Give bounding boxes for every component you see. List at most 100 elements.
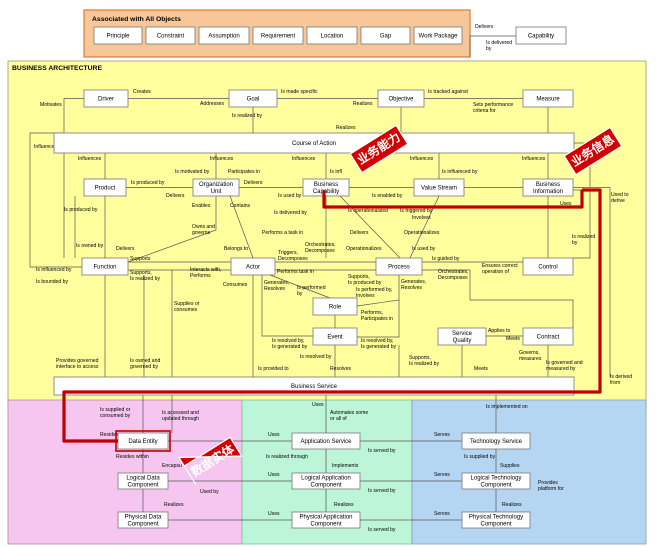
entity-course-of-action[interactable]: Course of Action [53, 132, 575, 154]
associated-item-requirement[interactable]: Requirement [252, 26, 304, 45]
label-influences-left: Influences [34, 144, 58, 150]
entity-label: Role [329, 304, 342, 310]
label-realizes-t: Realizes [502, 502, 522, 508]
entity-label: Control [538, 264, 557, 270]
associated-item-constraint[interactable]: Constraint [145, 26, 196, 45]
entity-measure[interactable]: Measure [522, 89, 574, 108]
label-supports: Supports [130, 256, 151, 262]
label-meets: Meets [506, 336, 520, 342]
entity-data-entity[interactable]: Data Entity [117, 432, 169, 450]
entity-label: Product [95, 185, 116, 191]
associated-item-location[interactable]: Location [306, 26, 358, 45]
entity-product[interactable]: Product [83, 178, 127, 197]
label-consumes: Consumes [223, 282, 248, 288]
label-belongs-to: Belongs to [224, 246, 248, 252]
label-is-made-specific: Is made specific [281, 89, 318, 95]
associated-item-gap[interactable]: Gap [360, 26, 411, 45]
entity-objective[interactable]: Objective [377, 89, 425, 108]
business-architecture-title: BUSINESS ARCHITECTURE [12, 65, 102, 72]
label-is-bounded-by: Is bounded by [36, 279, 68, 285]
label-uses-bs: Uses [312, 402, 324, 408]
label-is-resolved-by: Is resolved by,Is generated by [272, 338, 308, 350]
associated-item-label: Assumption [208, 33, 239, 39]
label-delivers-top: Delivers [475, 24, 494, 30]
label-is-resolved-by-2: Is resolved by,Is generated by [361, 338, 397, 350]
entity-label: Application Service [300, 439, 352, 445]
associated-item-work-package[interactable]: Work Package [413, 26, 463, 45]
label-influences-2: Influences [210, 156, 234, 162]
entity-label: Driver [98, 96, 114, 102]
label-is-owned-by: Is owned by [76, 243, 104, 249]
label-participates-in: Participates in [228, 169, 260, 175]
relationship-line-63 [469, 35, 516, 57]
label-resolves: Resolves [330, 366, 351, 372]
entity-label: Event [327, 334, 343, 340]
label-used-by: Used by [200, 489, 219, 495]
entity-actor[interactable]: Actor [230, 257, 276, 276]
label-is-enabled-by: Is enabled by [372, 193, 403, 199]
entity-application-service[interactable]: Application Service [291, 432, 361, 450]
label-is-supplied-by: Is supplied by [464, 454, 496, 460]
relationship-line-17 [573, 187, 611, 377]
entity-function[interactable]: Function [81, 257, 129, 276]
entity-label: Goal [247, 96, 260, 102]
entity-label: Process [388, 264, 410, 270]
associated-item-principle[interactable]: Principle [93, 26, 143, 45]
label-is-implemented-on: Is implemented on [486, 404, 528, 410]
entity-label: Function [93, 264, 116, 270]
entity-driver[interactable]: Driver [83, 89, 129, 108]
label-is-operationalized: Is operationalized [348, 208, 388, 214]
label-is-influenced-by: Is influenced by [442, 169, 478, 175]
entity-contract[interactable]: Contract [522, 327, 574, 346]
label-enables: Enables [192, 203, 211, 209]
label-is-realized-through: Is realized through [266, 454, 308, 460]
label-is-delivered-by-cap: Is delivered by [274, 210, 307, 216]
label-operationalizes-2: Operationalizes [346, 246, 382, 252]
label-is-motivated-by: Is motivated by [175, 169, 210, 175]
capability-label: Capability [528, 33, 554, 39]
label-creates: Creates [133, 89, 151, 95]
entity-technology-service[interactable]: Technology Service [461, 432, 531, 450]
capability-box[interactable]: Capability [515, 26, 567, 45]
label-uses-la: Uses [268, 472, 280, 478]
relationship-line-22 [229, 195, 254, 259]
entity-event[interactable]: Event [312, 327, 358, 346]
entity-process[interactable]: Process [375, 257, 423, 276]
label-is-tracked-against: Is tracked against [428, 89, 469, 95]
associated-item-assumption[interactable]: Assumption [198, 26, 250, 45]
associated-item-label: Location [321, 33, 344, 39]
label-influences-5: Influences [522, 156, 546, 162]
label-generates-resolves: Generates,Resolves [264, 280, 289, 292]
label-generates-resolves-2: Generates,Resolves [401, 279, 426, 291]
entity-role[interactable]: Role [312, 297, 358, 316]
entity-control[interactable]: Control [522, 257, 574, 276]
label-is-infl: Is infl [330, 169, 342, 175]
label-implements: Implements [332, 463, 359, 469]
entity-goal[interactable]: Goal [228, 89, 278, 108]
entity-label: Contract [537, 334, 560, 340]
entity-label: Data Entity [128, 439, 157, 445]
entity-value-stream[interactable]: Value Stream [413, 178, 465, 197]
label-triggers: Triggers,Decomposes [278, 250, 308, 262]
